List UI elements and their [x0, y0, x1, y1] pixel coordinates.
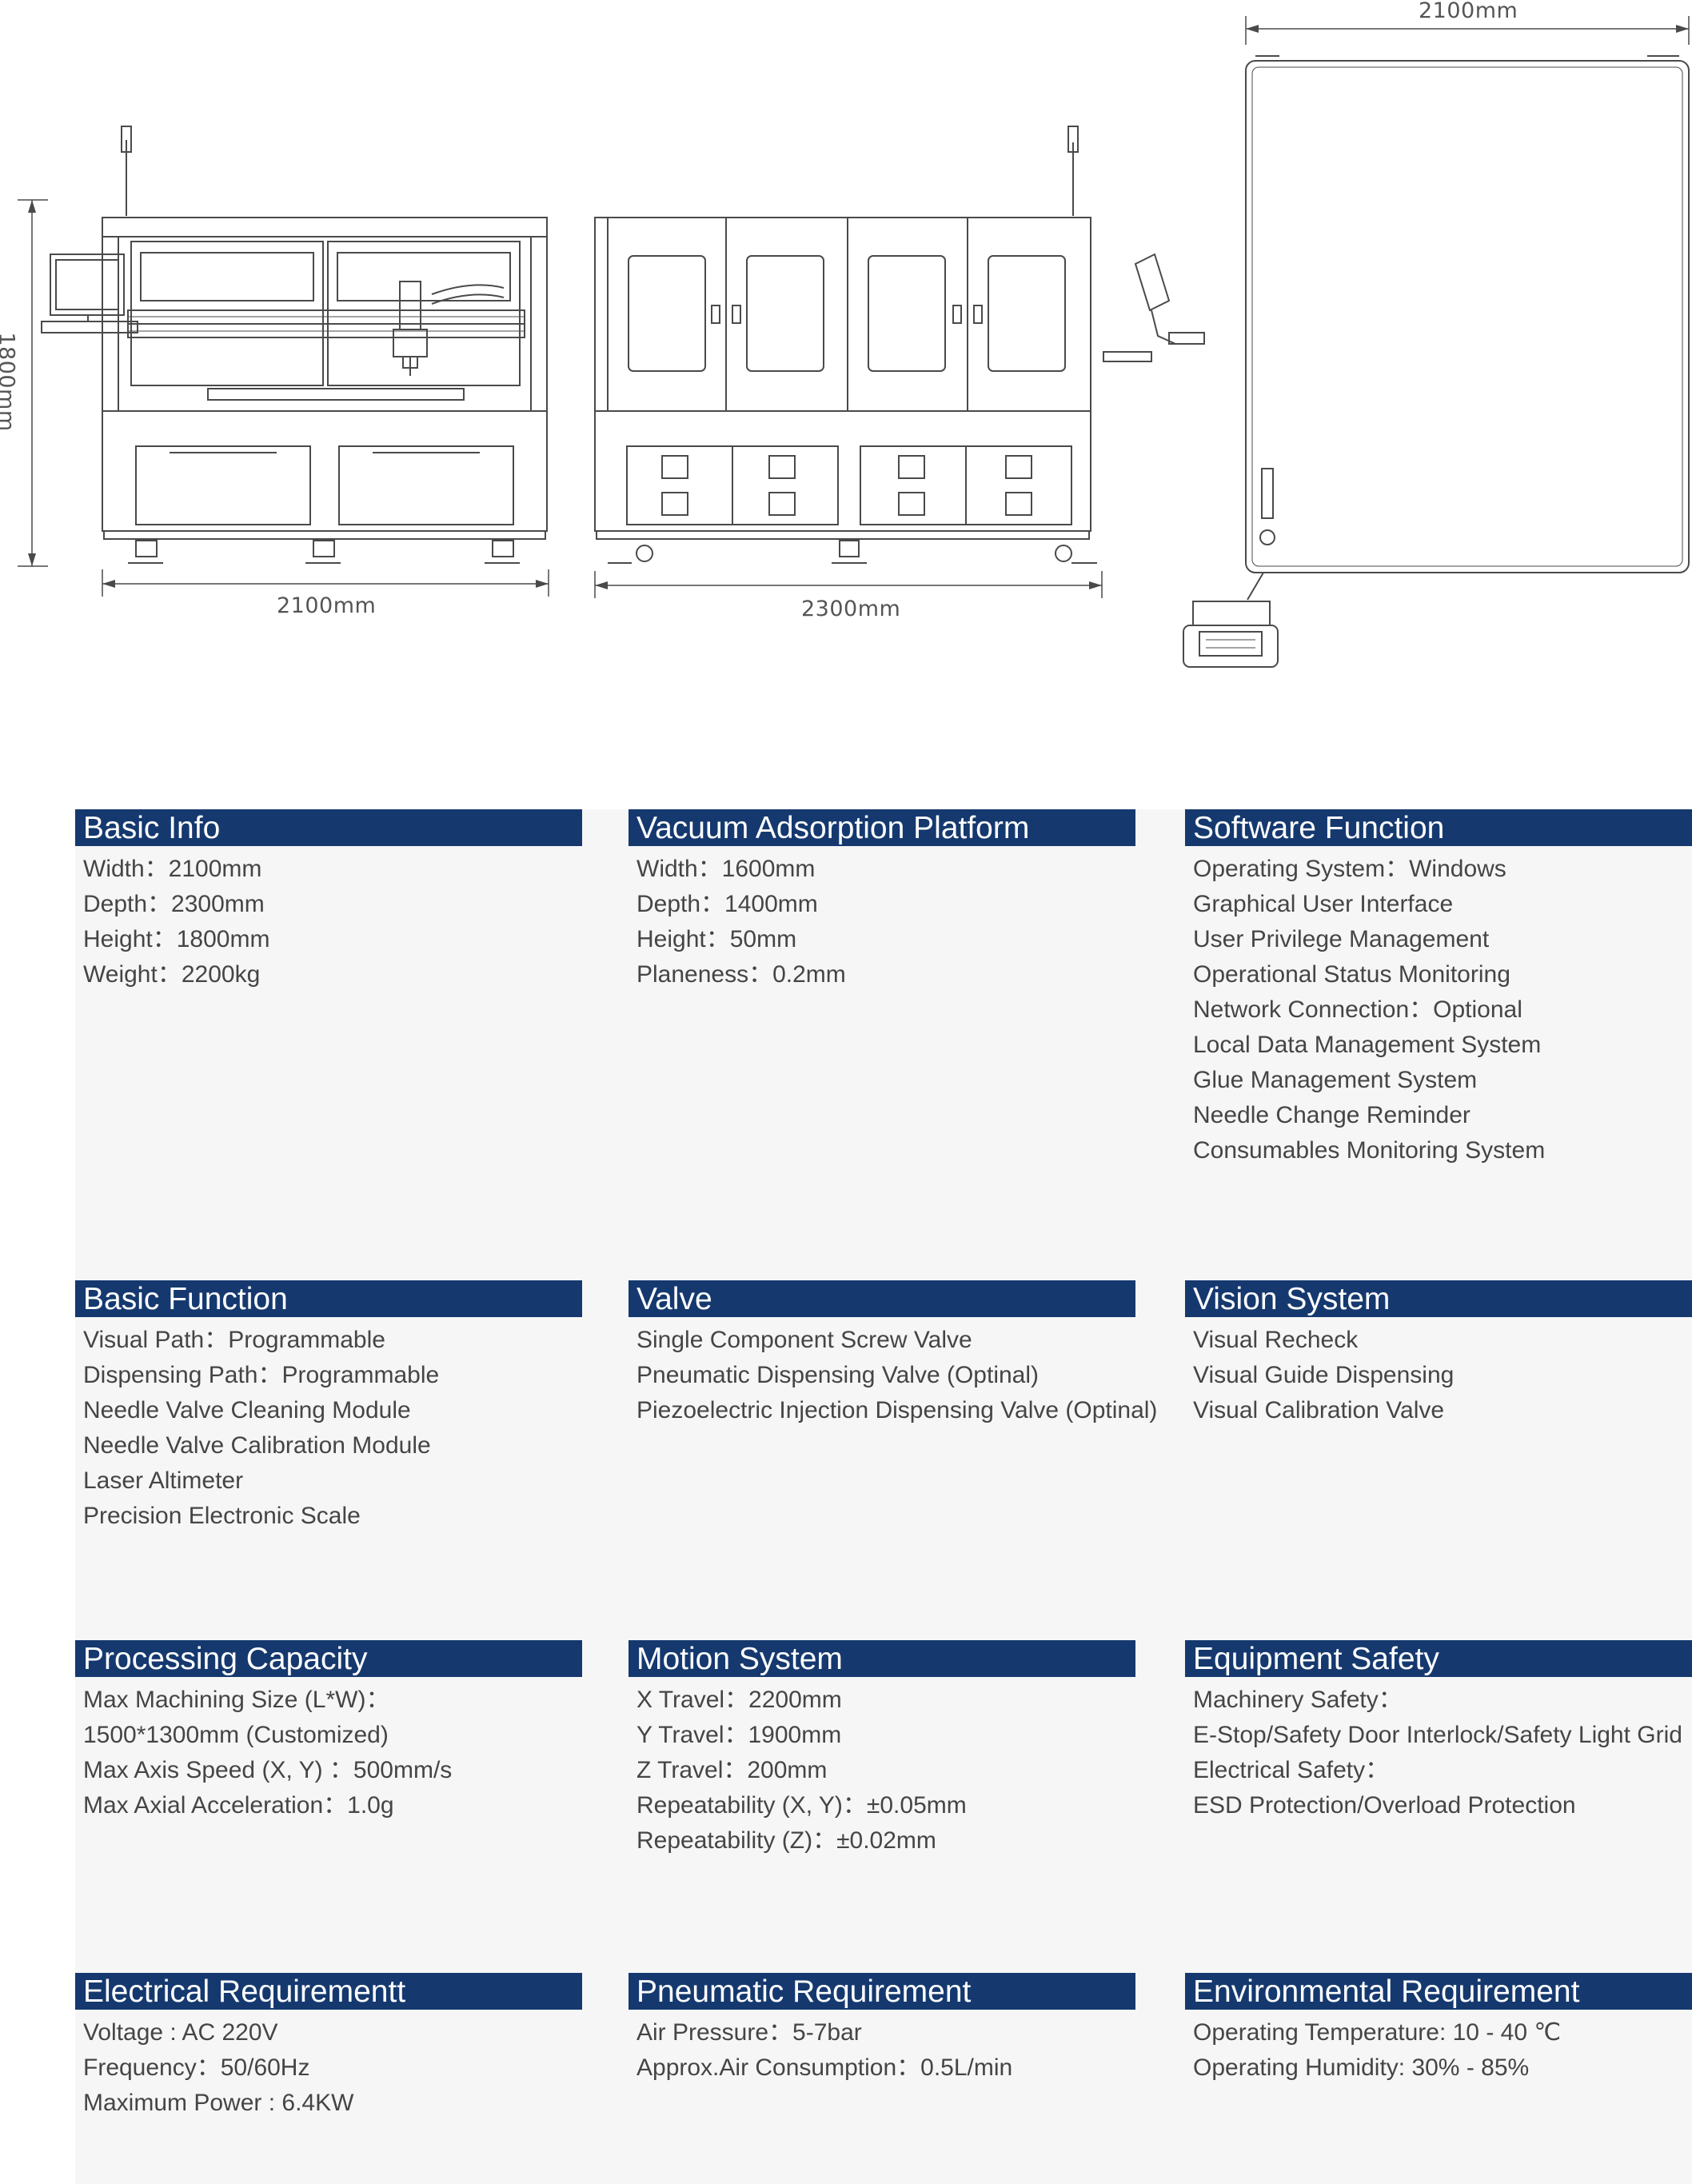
spec-line: Consumables Monitoring System — [1193, 1137, 1546, 1164]
spec-line: Needle Valve Calibration Module — [83, 1432, 431, 1459]
section-valve: Valve Single Component Screw Valve Pneum… — [629, 1280, 1158, 1428]
section-title: Vacuum Adsorption Platform — [629, 809, 1135, 846]
spec-line: Operational Status Monitoring — [1193, 961, 1510, 988]
section-title: Basic Function — [75, 1280, 582, 1317]
top-view-drawing — [1183, 16, 1690, 668]
spec-line: Approx.Air Consumption：0.5L/min — [636, 2054, 1013, 2081]
section-pneumatic-requirement: Pneumatic Requirement Air Pressure：5-7ba… — [629, 1973, 1135, 2086]
spec-line: X Travel：2200mm — [636, 1687, 842, 1713]
section-title: Pneumatic Requirement — [629, 1973, 1135, 2010]
section-equipment-safety: Equipment Safety Machinery Safety： E-Sto… — [1185, 1640, 1692, 1823]
spec-line: Maximum Power : 6.4KW — [83, 2090, 354, 2116]
section-lines: X Travel：2200mm Y Travel：1900mm Z Travel… — [629, 1677, 1135, 1859]
front-view-drawing — [18, 126, 549, 597]
spec-line: Voltage : AC 220V — [83, 2019, 278, 2046]
spec-line: ESD Protection/Overload Protection — [1193, 1792, 1576, 1819]
section-lines: Width：2100mm Depth：2300mm Height：1800mm … — [75, 846, 582, 992]
section-lines: Single Component Screw Valve Pneumatic D… — [629, 1317, 1158, 1428]
spec-line: Machinery Safety： — [1193, 1687, 1403, 1713]
section-title: Electrical Requirementt — [75, 1973, 582, 2010]
section-environmental-requirement: Environmental Requirement Operating Temp… — [1185, 1973, 1692, 2086]
spec-panel — [75, 809, 1692, 2184]
section-basic-info: Basic Info Width：2100mm Depth：2300mm Hei… — [75, 809, 582, 992]
section-title: Vision System — [1185, 1280, 1692, 1317]
spec-line: Weight：2200kg — [83, 961, 261, 988]
spec-line: Height：1800mm — [83, 926, 270, 952]
spec-line: Depth：2300mm — [83, 891, 265, 917]
spec-line: Max Machining Size (L*W)： — [83, 1687, 390, 1713]
section-title: Equipment Safety — [1185, 1640, 1692, 1677]
spec-line: 1500*1300mm (Customized) — [83, 1722, 389, 1748]
spec-line: Precision Electronic Scale — [83, 1503, 361, 1529]
spec-line: Visual Path：Programmable — [83, 1327, 385, 1353]
spec-line: Max Axis Speed (X, Y) ：500mm/s — [83, 1757, 453, 1783]
spec-line: Visual Calibration Valve — [1193, 1397, 1445, 1423]
section-title: Motion System — [629, 1640, 1135, 1677]
section-processing-capacity: Processing Capacity Max Machining Size (… — [75, 1640, 582, 1823]
spec-line: Single Component Screw Valve — [636, 1327, 972, 1353]
section-title: Processing Capacity — [75, 1640, 582, 1677]
section-vision-system: Vision System Visual Recheck Visual Guid… — [1185, 1280, 1692, 1428]
section-lines: Max Machining Size (L*W)： 1500*1300mm (C… — [75, 1677, 582, 1823]
spec-line: Piezoelectric Injection Dispensing Valve… — [636, 1397, 1158, 1423]
spec-line: Needle Change Reminder — [1193, 1102, 1471, 1128]
technical-drawings: 1800mm 2100mm 2300mm 2100mm — [0, 0, 1692, 704]
front-height-label: 1800mm — [0, 332, 19, 432]
section-lines: Voltage : AC 220V Frequency：50/60Hz Maxi… — [75, 2010, 582, 2121]
spec-line: Max Axial Acceleration：1.0g — [83, 1792, 394, 1819]
section-lines: Machinery Safety： E-Stop/Safety Door Int… — [1185, 1677, 1692, 1823]
spec-line: E-Stop/Safety Door Interlock/Safety Ligh… — [1193, 1722, 1682, 1748]
spec-line: Operating Humidity: 30% - 85% — [1193, 2054, 1530, 2081]
spec-line: Electrical Safety： — [1193, 1757, 1390, 1783]
spec-line: User Privilege Management — [1193, 926, 1490, 952]
section-basic-function: Basic Function Visual Path：Programmable … — [75, 1280, 582, 1534]
spec-line: Dispensing Path：Programmable — [83, 1362, 440, 1388]
section-electrical-requirement: Electrical Requirementt Voltage : AC 220… — [75, 1973, 582, 2121]
spec-line: Pneumatic Dispensing Valve (Optinal) — [636, 1362, 1040, 1388]
spec-line: Planeness：0.2mm — [636, 961, 846, 988]
spec-line: Operating System：Windows — [1193, 856, 1506, 882]
spec-line: Needle Valve Cleaning Module — [83, 1397, 411, 1423]
spec-line: Graphical User Interface — [1193, 891, 1454, 917]
section-software-function: Software Function Operating System：Windo… — [1185, 809, 1692, 1168]
side-depth-label: 2300mm — [801, 597, 901, 621]
section-title: Environmental Requirement — [1185, 1973, 1692, 2010]
spec-line: Operating Temperature: 10 - 40 ℃ — [1193, 2019, 1562, 2046]
section-motion-system: Motion System X Travel：2200mm Y Travel：1… — [629, 1640, 1135, 1859]
section-lines: Air Pressure：5-7bar Approx.Air Consumpti… — [629, 2010, 1135, 2086]
section-lines: Operating Temperature: 10 - 40 ℃ Operati… — [1185, 2010, 1692, 2086]
section-lines: Operating System：Windows Graphical User … — [1185, 846, 1692, 1168]
top-width-label: 2100mm — [1419, 0, 1518, 23]
spec-line: Y Travel：1900mm — [636, 1722, 842, 1748]
spec-line: Local Data Management System — [1193, 1032, 1542, 1058]
spec-line: Visual Recheck — [1193, 1327, 1359, 1353]
spec-line: Frequency：50/60Hz — [83, 2054, 310, 2081]
spec-line: Laser Altimeter — [83, 1467, 244, 1494]
spec-line: Depth：1400mm — [636, 891, 818, 917]
spec-line: Width：2100mm — [83, 856, 262, 882]
section-lines: Width：1600mm Depth：1400mm Height：50mm Pl… — [629, 846, 1135, 992]
spec-line: Glue Management System — [1193, 1067, 1478, 1093]
spec-line: Z Travel：200mm — [636, 1757, 828, 1783]
section-lines: Visual Path：Programmable Dispensing Path… — [75, 1317, 582, 1534]
side-view-drawing — [594, 126, 1205, 598]
spec-line: Height：50mm — [636, 926, 797, 952]
spec-line: Repeatability (X, Y)：±0.05mm — [636, 1792, 967, 1819]
section-lines: Visual Recheck Visual Guide Dispensing V… — [1185, 1317, 1692, 1428]
spec-line: Width：1600mm — [636, 856, 816, 882]
spec-line: Air Pressure：5-7bar — [636, 2019, 862, 2046]
spec-line: Network Connection：Optional — [1193, 996, 1522, 1023]
spec-line: Repeatability (Z)：±0.02mm — [636, 1827, 936, 1854]
section-title: Software Function — [1185, 809, 1692, 846]
section-title: Valve — [629, 1280, 1135, 1317]
front-width-label: 2100mm — [277, 593, 377, 618]
section-title: Basic Info — [75, 809, 582, 846]
section-vacuum-platform: Vacuum Adsorption Platform Width：1600mm … — [629, 809, 1135, 992]
spec-line: Visual Guide Dispensing — [1193, 1362, 1455, 1388]
